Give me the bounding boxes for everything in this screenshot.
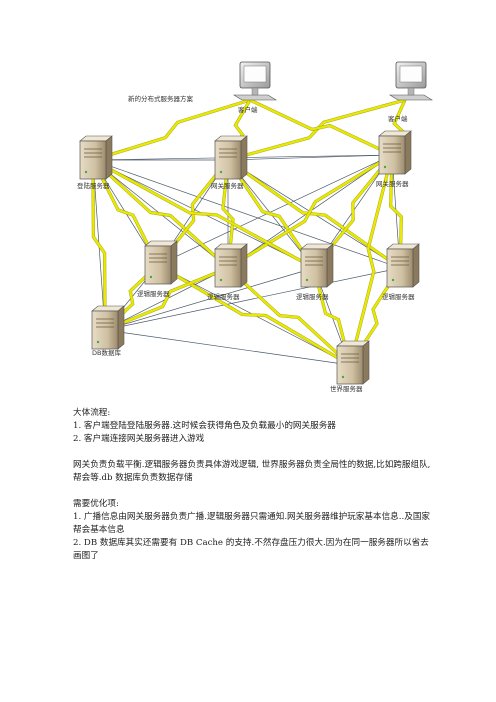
lightning-link xyxy=(227,159,401,269)
client-pc-icon xyxy=(388,61,434,101)
lightning-link xyxy=(92,158,315,270)
connection-line xyxy=(104,329,351,366)
server-icon xyxy=(378,130,412,175)
connection-line xyxy=(227,154,393,161)
login-server-label: 登陆服务器 xyxy=(77,181,110,190)
client-label: 客户端 xyxy=(238,105,258,114)
flow-title: 大体流程: xyxy=(73,408,111,418)
gateway-server-label: 网关服务器 xyxy=(211,181,244,190)
lightning-link xyxy=(157,263,351,367)
lightning-link xyxy=(389,154,403,269)
gateway-server-label: 网关服务器 xyxy=(376,179,409,188)
lightning-links xyxy=(91,98,407,367)
flow-step-2: 2. 客户端连接网关服务器进入游戏 xyxy=(73,434,205,444)
logic-server-label: 逻辑服务器 xyxy=(207,292,240,301)
logic-server-label: 逻辑服务器 xyxy=(382,292,415,301)
lightning-link xyxy=(91,159,160,266)
optimization-title: 需要优化项: xyxy=(73,499,119,509)
connection-line xyxy=(104,267,315,331)
connection-line xyxy=(104,267,401,331)
connection-line xyxy=(92,159,401,269)
lightning-link xyxy=(227,267,351,366)
lightning-link xyxy=(92,159,229,269)
lightning-link xyxy=(227,159,315,269)
network-diagram: 新的分布式服务器方案 客户端 客户端 登陆服务器 网关服务器 网关服务器 逻辑服… xyxy=(77,61,434,393)
lightning-link xyxy=(92,98,251,162)
server-icons xyxy=(79,130,420,385)
logic-server-label: 逻辑服务器 xyxy=(137,289,170,298)
lightning-link xyxy=(348,154,394,366)
db-label: DB数据库 xyxy=(92,348,121,357)
lightning-link xyxy=(227,153,393,270)
server-icon xyxy=(386,243,420,288)
connection-line xyxy=(157,154,393,266)
server-icon xyxy=(336,340,370,385)
lightning-link xyxy=(249,98,393,157)
server-icon xyxy=(144,240,178,285)
description-text: 大体流程: 1. 客户端登陆登陆服务器.这时候会获得角色及负载最小的网关服务器 … xyxy=(73,407,433,563)
lightning-link xyxy=(313,154,393,269)
server-icon xyxy=(214,243,248,288)
logic-server-label: 逻辑服务器 xyxy=(296,292,329,301)
server-icon xyxy=(214,135,248,180)
server-icon xyxy=(300,243,334,288)
diagram-title: 新的分布式服务器方案 xyxy=(128,94,194,103)
optimization-item-2: 2. DB 数据库其实还需要有 DB Cache 的支持.不然存盘压力很大.因为… xyxy=(73,538,429,561)
world-server-label: 世界服务器 xyxy=(330,384,363,393)
architecture-description: 网关负责负载平衡.逻辑服务器负责具体游戏逻辑, 世界服务器负责全局性的数据,比如… xyxy=(73,460,431,483)
lightning-link xyxy=(104,266,229,332)
client-pc-icon xyxy=(232,61,278,101)
client-label: 客户端 xyxy=(388,114,408,123)
server-icon xyxy=(91,305,125,350)
optimization-item-1: 1. 广播信息由网关服务器负责广播.逻辑服务器只需通知.网关服务器维护玩家基本信… xyxy=(73,512,431,535)
lightning-link xyxy=(91,159,107,331)
flow-step-1: 1. 客户端登陆登陆服务器.这时候会获得角色及负载最小的网关服务器 xyxy=(73,421,336,431)
server-icon xyxy=(79,135,113,180)
